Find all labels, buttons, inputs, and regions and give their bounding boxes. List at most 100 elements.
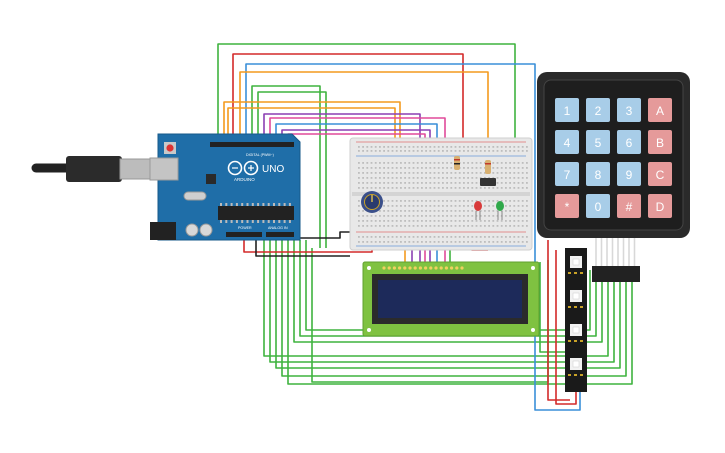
- breadboard-hole[interactable]: [412, 210, 415, 212]
- breadboard-hole[interactable]: [404, 187, 406, 189]
- breadboard-hole[interactable]: [404, 215, 406, 217]
- breadboard-hole[interactable]: [484, 225, 486, 227]
- breadboard-hole[interactable]: [488, 220, 490, 222]
- breadboard-hole[interactable]: [454, 241, 457, 243]
- breadboard-hole[interactable]: [454, 172, 457, 174]
- breadboard-hole[interactable]: [387, 146, 390, 148]
- breadboard-hole[interactable]: [366, 225, 369, 227]
- breadboard-hole[interactable]: [500, 172, 503, 174]
- breadboard-hole[interactable]: [433, 200, 436, 202]
- breadboard-hole[interactable]: [400, 205, 402, 207]
- breadboard-hole[interactable]: [505, 236, 507, 238]
- breadboard-hole[interactable]: [458, 236, 461, 238]
- breadboard-hole[interactable]: [400, 172, 402, 174]
- breadboard-hole[interactable]: [387, 236, 390, 238]
- breadboard-hole[interactable]: [526, 220, 528, 222]
- breadboard-hole[interactable]: [362, 225, 364, 227]
- breadboard-hole[interactable]: [509, 236, 511, 238]
- breadboard-hole[interactable]: [362, 167, 364, 169]
- breadboard-hole[interactable]: [446, 241, 448, 243]
- breadboard-hole[interactable]: [450, 182, 453, 184]
- breadboard-hole[interactable]: [488, 177, 490, 179]
- breadboard-hole[interactable]: [425, 187, 427, 189]
- breadboard-hole[interactable]: [391, 236, 394, 238]
- breadboard-hole[interactable]: [505, 241, 507, 243]
- lcd-pin[interactable]: [418, 266, 422, 270]
- breadboard-hole[interactable]: [488, 241, 490, 243]
- breadboard-hole[interactable]: [471, 167, 474, 169]
- breadboard-hole[interactable]: [437, 236, 440, 238]
- keypad-key-#[interactable]: #: [617, 194, 641, 218]
- breadboard-hole[interactable]: [379, 225, 381, 227]
- keypad-key-1[interactable]: 1: [555, 98, 579, 122]
- breadboard-hole[interactable]: [391, 172, 394, 174]
- breadboard-hole[interactable]: [383, 162, 385, 164]
- breadboard-hole[interactable]: [479, 177, 482, 179]
- breadboard-hole[interactable]: [395, 236, 398, 238]
- breadboard-hole[interactable]: [395, 146, 398, 148]
- breadboard-hole[interactable]: [484, 210, 486, 212]
- breadboard-hole[interactable]: [521, 167, 524, 169]
- breadboard-hole[interactable]: [379, 182, 381, 184]
- breadboard-hole[interactable]: [467, 200, 469, 202]
- breadboard-hole[interactable]: [475, 241, 478, 243]
- breadboard-hole[interactable]: [471, 200, 474, 202]
- breadboard-hole[interactable]: [370, 215, 373, 217]
- breadboard-hole[interactable]: [412, 162, 415, 164]
- breadboard-hole[interactable]: [458, 187, 461, 189]
- breadboard-hole[interactable]: [374, 146, 377, 148]
- breadboard-hole[interactable]: [374, 150, 377, 152]
- breadboard-hole[interactable]: [374, 167, 377, 169]
- breadboard-hole[interactable]: [467, 225, 469, 227]
- breadboard-hole[interactable]: [517, 146, 520, 148]
- breadboard-hole[interactable]: [425, 215, 427, 217]
- breadboard-hole[interactable]: [400, 236, 402, 238]
- breadboard-hole[interactable]: [425, 225, 427, 227]
- breadboard-hole[interactable]: [500, 146, 503, 148]
- breadboard-hole[interactable]: [358, 215, 360, 217]
- breadboard-hole[interactable]: [421, 150, 423, 152]
- breadboard-hole[interactable]: [437, 177, 440, 179]
- breadboard-hole[interactable]: [446, 210, 448, 212]
- breadboard-hole[interactable]: [463, 146, 465, 148]
- breadboard-hole[interactable]: [379, 177, 381, 179]
- breadboard-hole[interactable]: [505, 205, 507, 207]
- breadboard-hole[interactable]: [454, 215, 457, 217]
- breadboard-hole[interactable]: [395, 200, 398, 202]
- breadboard-hole[interactable]: [383, 182, 385, 184]
- breadboard-hole[interactable]: [412, 215, 415, 217]
- breadboard-hole[interactable]: [463, 162, 465, 164]
- breadboard-hole[interactable]: [517, 200, 520, 202]
- breadboard-hole[interactable]: [479, 200, 482, 202]
- breadboard-hole[interactable]: [442, 210, 444, 212]
- breadboard-hole[interactable]: [496, 150, 499, 152]
- breadboard-hole[interactable]: [492, 146, 495, 148]
- breadboard-hole[interactable]: [450, 215, 453, 217]
- breadboard-hole[interactable]: [412, 187, 415, 189]
- breadboard-hole[interactable]: [484, 150, 486, 152]
- breadboard-hole[interactable]: [387, 205, 390, 207]
- breadboard-hole[interactable]: [509, 162, 511, 164]
- breadboard-hole[interactable]: [366, 167, 369, 169]
- breadboard-hole[interactable]: [500, 182, 503, 184]
- breadboard-hole[interactable]: [509, 177, 511, 179]
- breadboard-hole[interactable]: [463, 172, 465, 174]
- breadboard-hole[interactable]: [387, 241, 390, 243]
- breadboard-hole[interactable]: [442, 172, 444, 174]
- breadboard-hole[interactable]: [521, 177, 524, 179]
- breadboard-hole[interactable]: [446, 205, 448, 207]
- breadboard-hole[interactable]: [400, 162, 402, 164]
- breadboard-hole[interactable]: [374, 215, 377, 217]
- breadboard-hole[interactable]: [442, 205, 444, 207]
- breadboard-hole[interactable]: [425, 177, 427, 179]
- breadboard-hole[interactable]: [496, 162, 499, 164]
- breadboard-hole[interactable]: [475, 177, 478, 179]
- breadboard-hole[interactable]: [400, 215, 402, 217]
- breadboard-hole[interactable]: [379, 210, 381, 212]
- breadboard-hole[interactable]: [366, 215, 369, 217]
- breadboard-hole[interactable]: [450, 177, 453, 179]
- breadboard-hole[interactable]: [509, 225, 511, 227]
- breadboard-hole[interactable]: [379, 215, 381, 217]
- breadboard-hole[interactable]: [416, 200, 419, 202]
- breadboard-hole[interactable]: [509, 150, 511, 152]
